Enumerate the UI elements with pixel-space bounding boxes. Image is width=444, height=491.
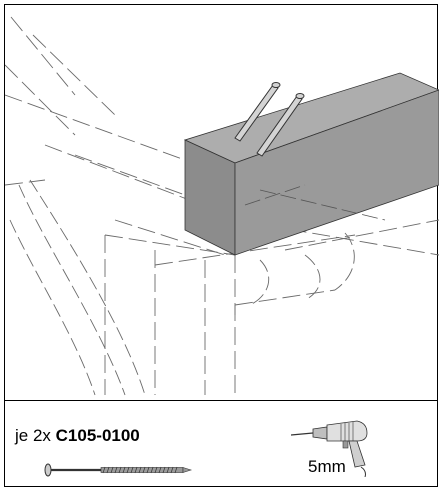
dashed-guide-line (5, 64, 76, 136)
dashed-guide-line (114, 219, 226, 256)
dashed-guide-line (32, 34, 116, 116)
dashed-guide-line (154, 234, 356, 266)
dashed-curve (249, 259, 270, 306)
dashed-guide-line (5, 94, 186, 161)
dashed-curve (304, 254, 321, 301)
instruction-panel: je 2x C105-0100 5mm (4, 4, 439, 487)
dashed-guide-line (74, 154, 186, 196)
screw-head (271, 82, 281, 88)
dashed-guide-line (234, 289, 336, 306)
dashed-guide-line (284, 219, 439, 251)
quantity-text: je 2x (15, 426, 56, 445)
section-divider (5, 400, 437, 401)
screw-head (295, 93, 305, 99)
dashed-curve (9, 219, 96, 396)
screw-shape (234, 84, 279, 142)
dashed-guide-line (44, 144, 256, 226)
beam-hidden-edge (259, 189, 386, 221)
assembly-illustration (5, 16, 439, 396)
hardware-label: je 2x C105-0100 (15, 426, 140, 446)
screw-shape (256, 95, 303, 157)
screw-icon (44, 463, 193, 477)
drill-size: 5mm (308, 457, 346, 476)
beam-side-face (234, 89, 439, 256)
beam-hidden-edge (244, 184, 306, 206)
dashed-curve (18, 184, 126, 396)
dashed-guide-line (104, 234, 236, 256)
dashed-guide-line (5, 179, 46, 186)
dashed-guide-line (10, 16, 76, 96)
part-number: C105-0100 (55, 426, 140, 445)
dashed-curve (334, 232, 355, 291)
dashed-curve (29, 179, 146, 396)
drill-icon (291, 420, 368, 477)
